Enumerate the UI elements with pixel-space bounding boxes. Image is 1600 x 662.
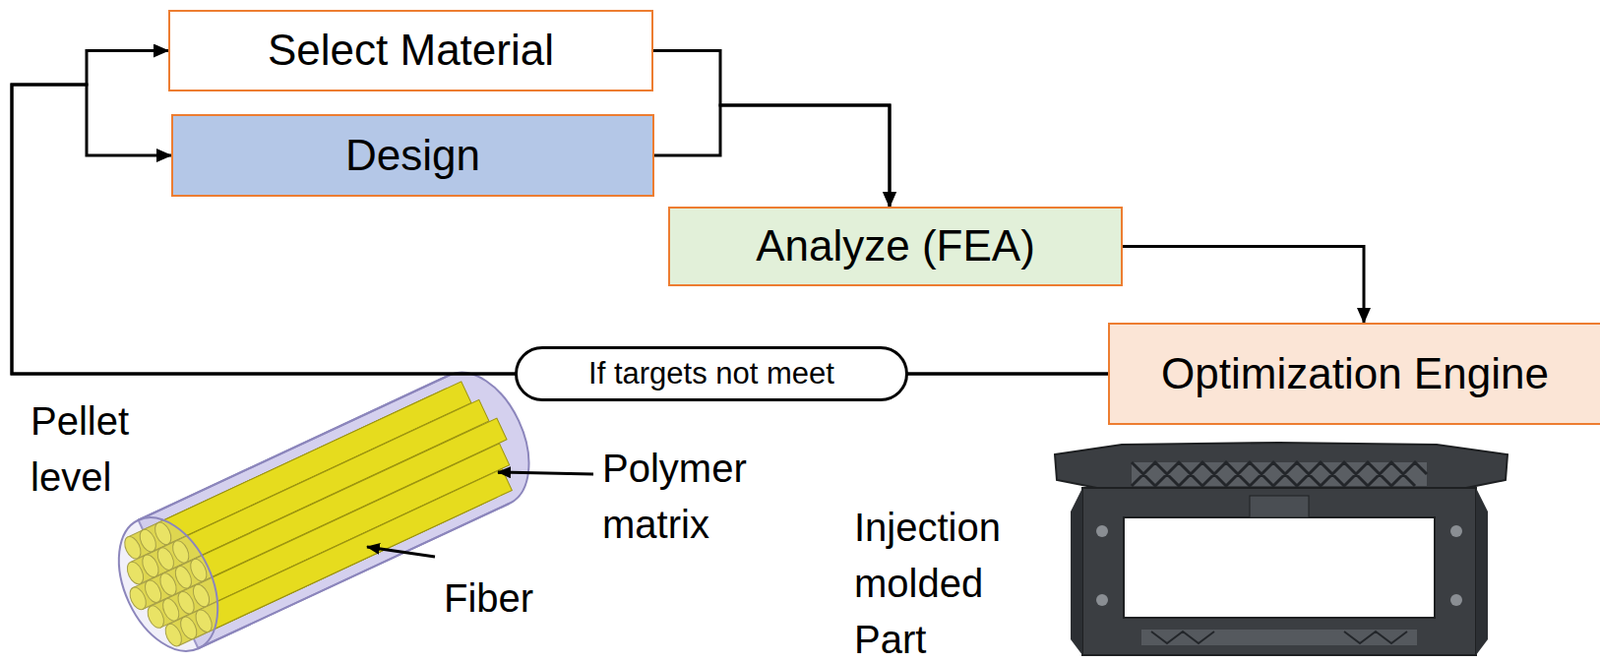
analysis-box: Analyze (FEA) [668,206,1123,287]
part-caption: Injection molded Part [854,499,1032,662]
latch-mount [1249,495,1309,518]
optimization-box: Optimization Engine [1107,322,1600,426]
lower-beam-rib [1141,629,1417,646]
box-text: Select Material [267,26,554,74]
part-label: Fiber [443,570,562,627]
side-flange [1070,488,1488,656]
front-end-carrier [1054,442,1508,656]
box-text: Analyze (FEA) [755,222,1036,270]
upper-beam [1054,442,1508,493]
box-text: Design [345,131,481,180]
leader-line [497,472,594,475]
lower-ribs [1151,631,1408,644]
part-label: Polymer matrix [602,440,775,554]
bolt-hole [1450,525,1463,538]
pellet-caption: Pellet level [30,393,169,506]
lattice-ground [1131,462,1427,487]
edge-label: If targets not meet [514,346,909,402]
material-box: Select Material [168,9,654,92]
lattice-ribs [1131,462,1427,487]
box-text: Optimization Engine [1161,350,1549,398]
leader-line [367,547,435,557]
flow-connector [653,51,890,208]
bolt-hole [1096,525,1108,538]
flow-connector [11,84,1108,374]
flow-connector [654,105,890,207]
frame [1082,488,1477,656]
bolt-hole [1096,594,1108,607]
matrix-face [99,501,239,662]
bolt-hole [1450,594,1463,607]
design-box: Design [171,114,655,197]
flow-connector [1122,246,1364,324]
